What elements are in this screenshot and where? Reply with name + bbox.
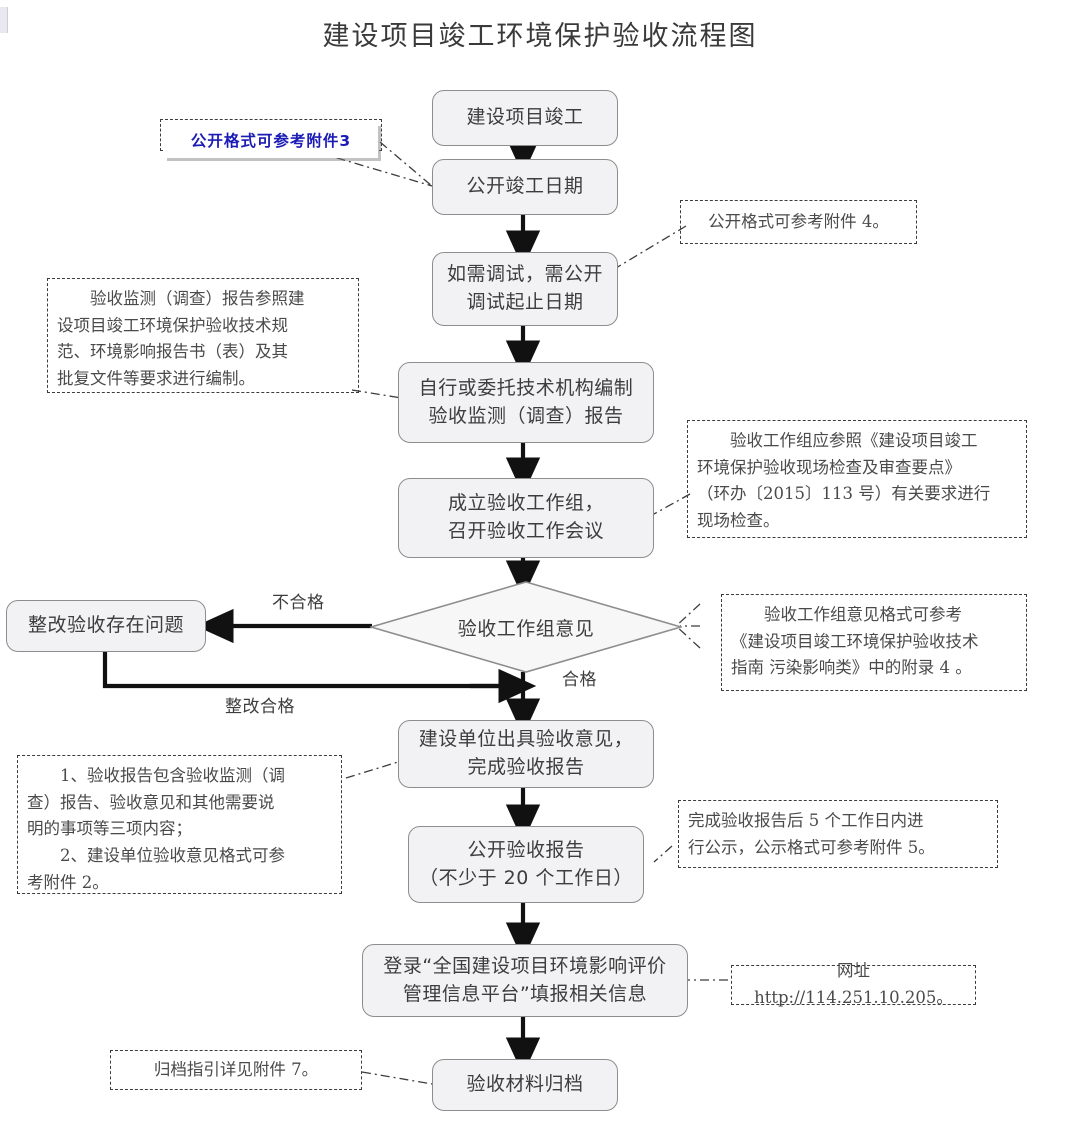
node-publish-completion-date[interactable]: 公开竣工日期 — [432, 159, 618, 215]
note-line-3: 明的事项等三项内容； — [27, 819, 192, 839]
note-report-contents: 1、验收报告包含验收监测（调 查）报告、验收意见和其他需要说 明的事项等三项内容… — [17, 755, 342, 894]
note-archive-text: 归档指引详见附件 7。 — [153, 1059, 319, 1079]
node-publish-acceptance-report[interactable]: 公开验收报告 （不少于 20 个工作日） — [408, 826, 644, 903]
note-line-1: 完成验收报告后 5 个工作日内进 — [688, 811, 924, 830]
node-label-line1: 建设单位出具验收意见， — [418, 728, 634, 751]
node-label-line2: 调试起止日期 — [466, 291, 584, 313]
note-line-2: 查）报告、验收意见和其他需要说 — [27, 792, 275, 812]
edge-label-fail: 不合格 — [272, 593, 325, 613]
node-label-line1: 公开验收报告 — [467, 838, 585, 861]
note-line-2: 行公示，公示格式可参考附件 5。 — [688, 837, 935, 857]
node-label-line1: 登录“全国建设项目环境影响评价 — [383, 954, 667, 977]
node-label: 验收材料归档 — [466, 1073, 584, 1096]
node-commissioning-dates[interactable]: 如需调试，需公开 调试起止日期 — [432, 252, 618, 326]
node-label-line1: 自行或委托技术机构编制 — [418, 376, 634, 399]
node-label-line2: 验收监测（调查）报告 — [428, 404, 624, 427]
note-workgroup-site-inspection: 验收工作组应参照《建设项目竣工 环境保护验收现场检查及审查要点》 （环办〔201… — [687, 420, 1027, 538]
note-line-4: 批复文件等要求进行编制。 — [57, 369, 255, 389]
edge-label-pass: 合格 — [562, 670, 597, 690]
note-line-4: 2、建设单位验收意见格式可参 — [60, 846, 285, 866]
note-line-3: 范、环境影响报告书（表）及其 — [57, 342, 288, 362]
node-archive-materials[interactable]: 验收材料归档 — [432, 1059, 618, 1111]
note-line-1: 验收工作组应参照《建设项目竣工 — [730, 431, 978, 450]
node-label: 整改验收存在问题 — [27, 614, 184, 637]
node-label: 公开竣工日期 — [466, 175, 584, 198]
note-publicity-period: 完成验收报告后 5 个工作日内进 行公示，公示格式可参考附件 5。 — [678, 800, 998, 868]
page-title: 建设项目竣工环境保护验收流程图 — [322, 21, 758, 52]
note-line-3: 指南 污染影响类》中的附录 4 。 — [731, 658, 972, 678]
node-establish-workgroup[interactable]: 成立验收工作组， 召开验收工作会议 — [398, 478, 654, 558]
note-attachment4: 公开格式可参考附件 4。 — [680, 200, 917, 244]
node-login-platform[interactable]: 登录“全国建设项目环境影响评价 管理信息平台”填报相关信息 — [362, 944, 688, 1017]
node-issue-acceptance-opinion[interactable]: 建设单位出具验收意见， 完成验收报告 — [398, 720, 654, 788]
note-line-2: 环境保护验收现场检查及审查要点》 — [697, 457, 961, 477]
note-line-3: （环办〔2015〕113 号）有关要求进行 — [697, 484, 991, 504]
node-project-completion[interactable]: 建设项目竣工 — [432, 90, 618, 146]
note-attachment3: 公开格式可参考附件3 — [160, 119, 382, 158]
node-label-line2: （不少于 20 个工作日） — [419, 866, 633, 889]
node-workgroup-opinion-decision[interactable]: 验收工作组意见 — [370, 581, 682, 673]
note-line-1: 1、验收报告包含验收监测（调 — [60, 766, 285, 785]
note-website: 网址 http://114.251.10.205。 — [731, 961, 976, 1007]
note-line-2: 《建设项目竣工环境保护验收技术 — [731, 631, 979, 651]
node-label-line2: 完成验收报告 — [467, 756, 585, 778]
note-monitoring-report-basis: 验收监测（调查）报告参照建 设项目竣工环境保护验收技术规 范、环境影响报告书（表… — [47, 278, 359, 393]
note-line-5: 考附件 2。 — [27, 872, 109, 892]
note-attachment3-text: 公开格式可参考附件3 — [164, 123, 378, 158]
node-label-line1: 成立验收工作组， — [447, 492, 604, 515]
node-label-line2: 管理信息平台”填报相关信息 — [402, 982, 648, 1005]
node-rectify-issues[interactable]: 整改验收存在问题 — [6, 600, 206, 652]
note-line-1: 验收工作组意见格式可参考 — [764, 605, 962, 624]
note-website-text: 网址 http://114.251.10.205。 — [754, 961, 953, 1007]
note-archive-guide: 归档指引详见附件 7。 — [110, 1050, 362, 1090]
page-edge-mark — [0, 7, 8, 33]
note-line-2: 设项目竣工环境保护验收技术规 — [57, 315, 288, 335]
node-label: 建设项目竣工 — [466, 106, 584, 129]
node-prepare-monitoring-report[interactable]: 自行或委托技术机构编制 验收监测（调查）报告 — [398, 362, 654, 443]
node-label-line1: 如需调试，需公开 — [446, 263, 603, 286]
node-label-line2: 召开验收工作会议 — [447, 520, 604, 542]
note-opinion-format: 验收工作组意见格式可参考 《建设项目竣工环境保护验收技术 指南 污染影响类》中的… — [721, 594, 1027, 691]
note-line-4: 现场检查。 — [697, 511, 780, 531]
note-attachment4-text: 公开格式可参考附件 4。 — [708, 211, 889, 231]
note-line-1: 验收监测（调查）报告参照建 — [90, 289, 305, 308]
edge-label-rectified: 整改合格 — [225, 697, 295, 717]
diamond-shape — [370, 581, 682, 673]
